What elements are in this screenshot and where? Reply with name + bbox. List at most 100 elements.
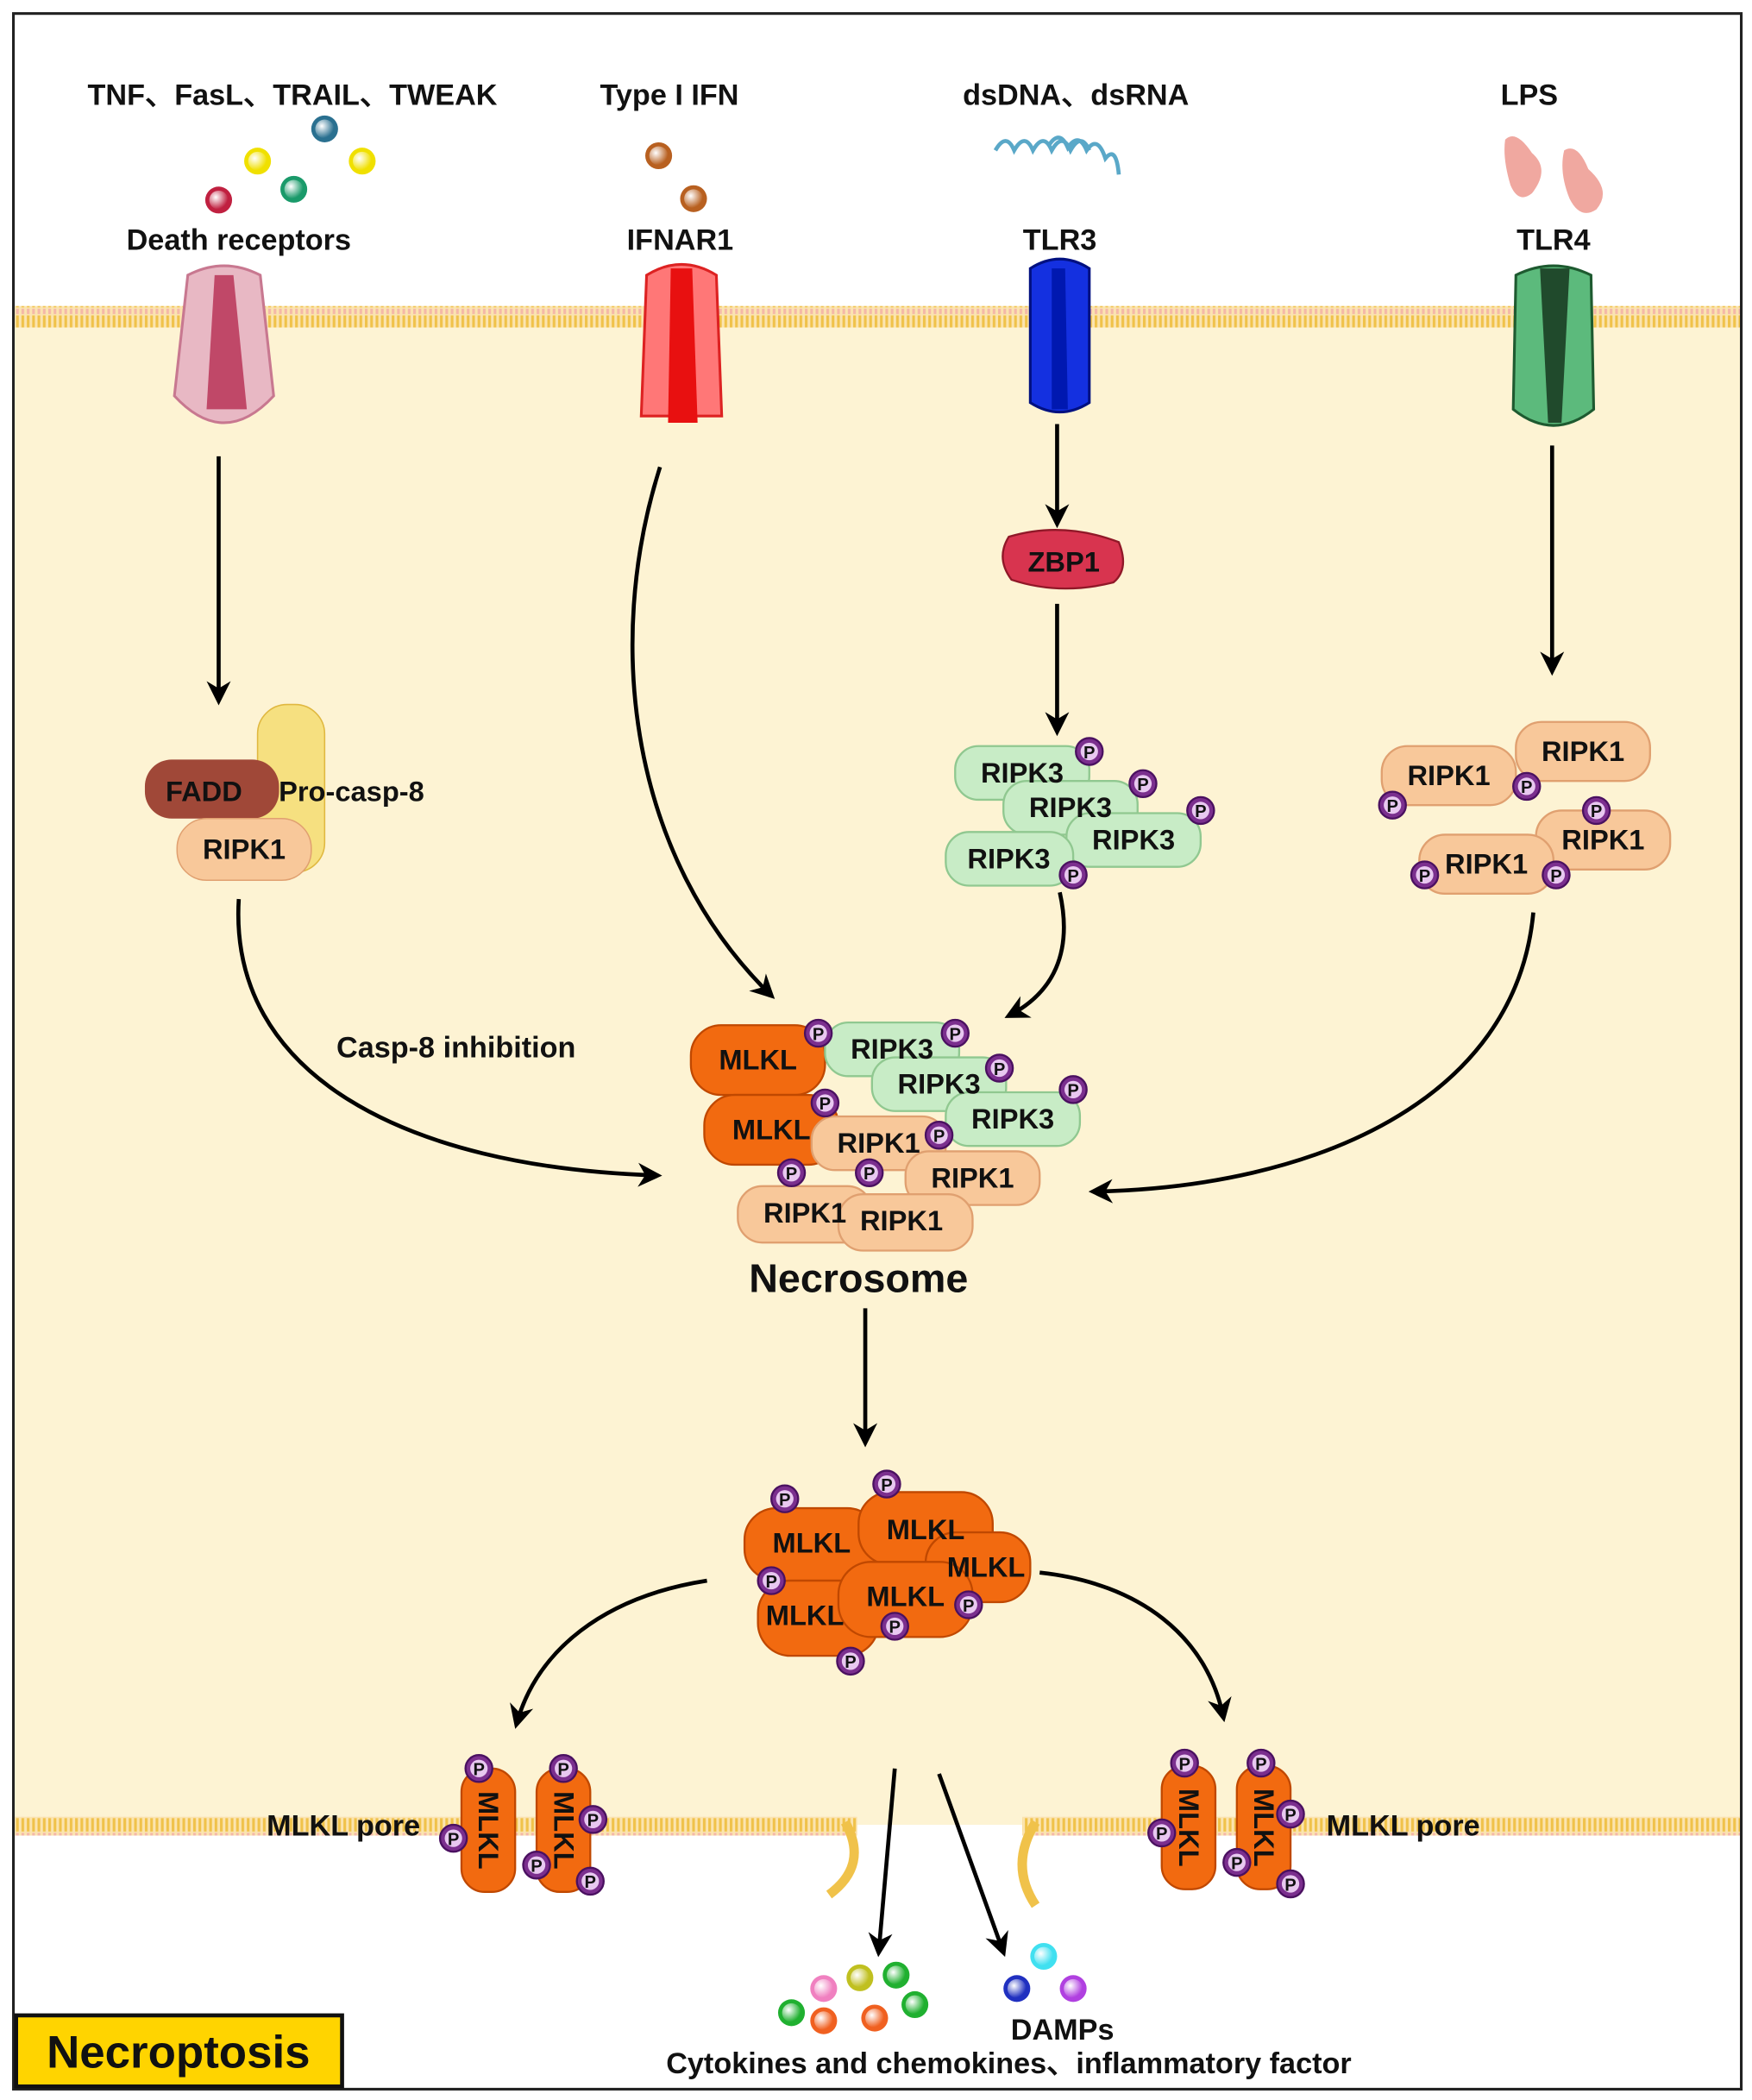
phospho-label: P	[881, 1476, 892, 1495]
mlkl-label: MLKL	[887, 1513, 965, 1545]
title-box	[14, 2013, 344, 2089]
arrow-release-cytokines	[868, 1768, 897, 1958]
arrow-release-damps	[937, 1773, 1008, 1958]
phospho-label: P	[1137, 776, 1148, 795]
phospho-label: P	[1067, 867, 1078, 886]
phospho-label: P	[933, 1128, 945, 1147]
ligand-label-ifn: Type I IFN	[600, 79, 739, 111]
phospho-label: P	[1419, 867, 1430, 886]
arrow-complex-to-necrosome	[235, 898, 662, 1187]
mlkl-label: MLKL	[719, 1044, 797, 1076]
protein-shapes	[460, 720, 1672, 1894]
mlkl-label: MLKL	[548, 1791, 580, 1870]
ligand-label-death: TNF、FasL、TRAIL、TWEAK	[88, 79, 498, 111]
arrow-ripk3-to-necrosome	[1004, 891, 1066, 1018]
phospho-label: P	[1386, 797, 1397, 816]
ripk3-label: RIPK3	[967, 842, 1050, 874]
phospho-label: P	[786, 1165, 797, 1184]
phospho-label: P	[1591, 802, 1602, 821]
phospho-label: P	[813, 1025, 824, 1044]
receptor-label-tlr4: TLR4	[1517, 223, 1591, 256]
procasp8-label: Pro-casp-8	[279, 776, 424, 808]
mlkl-label: MLKL	[766, 1599, 845, 1631]
phospho-label: P	[819, 1095, 831, 1114]
phospho-label: P	[1255, 1755, 1266, 1774]
ripk3-label: RIPK3	[971, 1103, 1054, 1135]
plasma-membrane-bottom-left	[15, 1816, 857, 1836]
ligand-label-lps: LPS	[1501, 79, 1559, 111]
membrane-curl-left	[826, 1820, 859, 1899]
phospho-label: P	[1231, 1854, 1242, 1873]
zbp1-label: ZBP1	[1027, 546, 1099, 578]
tlr3-receptor-icon	[1028, 257, 1091, 413]
casp8-inhibition-label: Casp-8 inhibition	[336, 1032, 575, 1065]
phospho-label: P	[585, 1873, 596, 1892]
phospho-label: P	[531, 1858, 542, 1877]
ripk1-label: RIPK1	[203, 833, 286, 865]
ripk1-label: RIPK1	[1407, 759, 1490, 791]
ripk3-label: RIPK3	[851, 1033, 933, 1065]
ripk3-label: RIPK3	[981, 757, 1064, 789]
arrow-ripk1-to-necrosome	[1088, 912, 1535, 1204]
ripk1-label: RIPK1	[931, 1161, 1014, 1193]
mlkl-label: MLKL	[473, 1791, 505, 1870]
phospho-label: P	[889, 1619, 901, 1638]
phospho-label: P	[963, 1597, 974, 1616]
mlkl-label: MLKL	[947, 1550, 1026, 1582]
phospho-label: P	[557, 1761, 568, 1780]
ligand-label-nucleic-acid: dsDNA、dsRNA	[963, 79, 1189, 111]
phospho-label: P	[1521, 778, 1532, 797]
receptor-label-ifnar1: IFNAR1	[627, 223, 734, 256]
receptor-label-death: Death receptors	[127, 223, 351, 256]
ripk1-protein	[1380, 745, 1517, 807]
phospho-label: P	[448, 1830, 459, 1849]
arrow-ifnar-to-necrosome	[630, 466, 776, 999]
title-label: Necroptosis	[47, 2028, 311, 2078]
cytokines-label: Cytokines and chemokines、inflammatory fa…	[666, 2047, 1352, 2080]
necrosome-label: Necrosome	[749, 1256, 968, 1301]
ripk1-label: RIPK1	[838, 1127, 920, 1159]
ripk1-protein	[904, 1150, 1041, 1206]
fadd-label: FADD	[166, 776, 242, 808]
phospho-label: P	[1178, 1755, 1190, 1774]
phospho-label: P	[1195, 802, 1206, 821]
phospho-label: P	[473, 1761, 484, 1780]
mlkl-label: MLKL	[1173, 1789, 1205, 1867]
phospho-label: P	[587, 1812, 599, 1831]
ripk1-label: RIPK1	[1542, 735, 1624, 767]
phospho-label: P	[1284, 1876, 1296, 1895]
phospho-label: P	[1284, 1806, 1296, 1825]
phospho-label: P	[765, 1573, 776, 1592]
damps-label: DAMPs	[1011, 2014, 1115, 2047]
mlkl-label: MLKL	[732, 1113, 811, 1145]
arrow-mlkl-to-right-pore	[1039, 1570, 1232, 1723]
phospho-label: P	[779, 1491, 790, 1510]
membrane-gap	[858, 1825, 1023, 1839]
tlr4-receptor-icon	[1511, 264, 1596, 427]
mlkl-pore-label-right: MLKL pore	[1327, 1810, 1480, 1843]
mlkl-label: MLKL	[1248, 1789, 1280, 1867]
mlkl-label: MLKL	[773, 1526, 851, 1558]
ripk3-label: RIPK3	[1029, 791, 1112, 823]
ripk1-label: RIPK1	[860, 1204, 943, 1236]
ifnar1-receptor-icon	[639, 262, 724, 423]
zbp1-protein: ZBP1	[1002, 529, 1125, 590]
ripk1-protein	[1515, 720, 1651, 783]
ripk3-label: RIPK3	[898, 1068, 981, 1100]
phospho-label: P	[1156, 1825, 1167, 1844]
ripk3-protein	[945, 831, 1075, 887]
ripk1-label: RIPK1	[1561, 824, 1644, 856]
protein-labels: RIPK3RIPK3RIPK3RIPK3RIPK1RIPK1RIPK1RIPK1…	[473, 735, 1644, 1870]
ripk3-label: RIPK3	[1092, 824, 1175, 856]
death-receptor-icon	[173, 264, 275, 424]
phospho-label: P	[1550, 867, 1561, 886]
mlkl-pore-label-left: MLKL pore	[267, 1810, 420, 1843]
lps-molecule-icon	[1562, 148, 1604, 213]
phospho-label: P	[1083, 744, 1095, 763]
fadd-procasp8-ripk1-complex: FADD Pro-casp-8 RIPK1	[144, 703, 424, 882]
lps-molecule-icon	[1504, 136, 1542, 198]
membrane-curl-right	[1017, 1820, 1040, 1908]
